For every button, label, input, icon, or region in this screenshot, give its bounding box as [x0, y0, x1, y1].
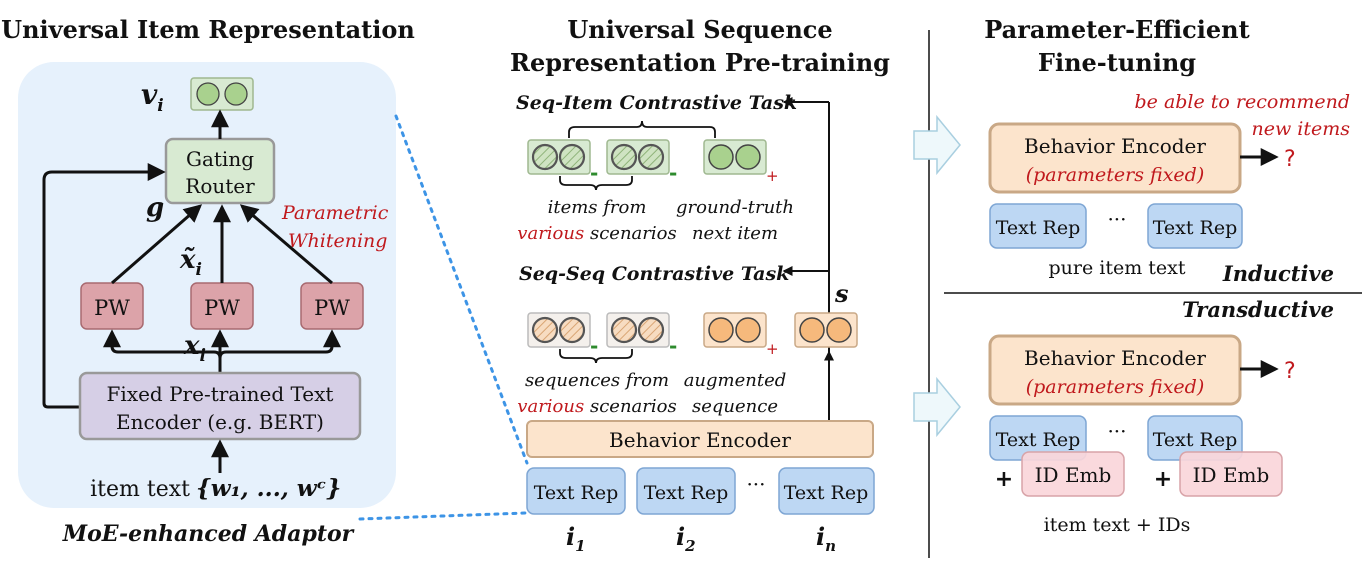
item-label-2: i2: [676, 522, 696, 555]
middle-title-1: Universal Sequence: [567, 15, 832, 44]
items-brace-top: [568, 120, 716, 138]
pos-sign-2: +: [766, 340, 779, 358]
item-label-n: in: [816, 522, 836, 555]
xtilde-label: x̃i: [179, 245, 202, 280]
behavior-encoder-fixed-2-label: Behavior Encoder: [1024, 346, 1206, 370]
negative-seq-1: [527, 312, 591, 348]
pw1-to-router-arrow: [111, 204, 203, 285]
pw3-to-router-arrow: [239, 204, 333, 285]
middle-panel: Universal Sequence Representation Pre-tr…: [510, 15, 890, 555]
transfer-arrow-2: [913, 376, 961, 438]
neg-sign-1: -: [590, 161, 598, 185]
g-label: g: [146, 193, 164, 223]
zoom-connector-bottom: [358, 511, 527, 521]
id-emb-1: [1021, 451, 1125, 497]
text-rep-dots: ···: [746, 472, 765, 496]
text-rep-1: [526, 467, 626, 515]
right-panel: Parameter-Efficient Fine-tuning be able …: [913, 15, 1362, 536]
seqs-brace-bottom: [559, 349, 633, 364]
items-from-label: items from: [548, 197, 647, 218]
text-rep-2-label: Text Rep: [644, 482, 729, 504]
text-encoder-label-1: Fixed Pre-trained Text: [107, 382, 334, 406]
text-rep-2: [636, 467, 736, 515]
pw-label-2: PW: [204, 296, 240, 320]
adaptor-caption: MoE-enhanced Adaptor: [62, 521, 355, 547]
gating-router-label-1: Gating: [186, 147, 254, 171]
text-encoder-box: [78, 371, 362, 441]
behavior-encoder-fixed-1-label: Behavior Encoder: [1024, 134, 1206, 158]
item-text-math: {w₁, ..., wᶜ}: [196, 475, 341, 502]
left-panel-title: Universal Item Representation: [1, 15, 415, 44]
pure-item-text-label: pure item text: [1048, 257, 1185, 279]
augmented-seq: [703, 312, 767, 348]
pw-note-1: Parametric: [281, 202, 389, 224]
text-rep-n: [778, 467, 875, 515]
recommend-note-2: new items: [1251, 118, 1350, 140]
inductive-text-rep-2-label: Text Rep: [1153, 217, 1238, 239]
encoder-to-pw3-arrow: [218, 329, 341, 373]
pw-label-1: PW: [94, 296, 130, 320]
items-brace-bottom: [559, 176, 633, 191]
gating-router-label-2: Router: [185, 174, 255, 198]
id-emb-1-label: ID Emb: [1035, 463, 1112, 487]
text-rep-n-label: Text Rep: [784, 482, 869, 504]
recommend-note-1: be able to recommend: [1135, 91, 1351, 113]
ground-truth-label-2: next item: [692, 223, 778, 244]
text-rep-1-label: Text Rep: [534, 482, 619, 504]
transductive-text-rep-1-label: Text Rep: [996, 429, 1081, 451]
item-text-label: item text: [90, 477, 190, 502]
right-title-2: Fine-tuning: [1038, 48, 1196, 77]
params-fixed-1: (parameters fixed): [1026, 164, 1205, 186]
neg-sign-4: -: [669, 334, 677, 358]
augmented-label-2: sequence: [692, 396, 778, 417]
transductive-label: Transductive: [1182, 297, 1334, 322]
vi-embedding: [190, 77, 254, 111]
encoder-to-router-arrow: [42, 163, 166, 409]
zoom-connector-top: [394, 114, 529, 465]
negative-item-1: [527, 139, 591, 175]
ground-truth-label-1: ground-truth: [676, 197, 794, 218]
inductive-label: Inductive: [1222, 261, 1334, 286]
neg-sign-3: -: [590, 334, 598, 358]
seq-item-task-label: Seq-Item Contrastive Task: [516, 92, 797, 114]
inductive-text-rep-1-label: Text Rep: [996, 217, 1081, 239]
output-question-2: ?: [1284, 359, 1296, 384]
output-question-1: ?: [1284, 147, 1296, 172]
id-emb-2-label: ID Emb: [1193, 463, 1270, 487]
params-fixed-2: (parameters fixed): [1026, 376, 1205, 398]
plus-sign-1: +: [995, 467, 1013, 492]
middle-title-2: Representation Pre-training: [510, 48, 890, 77]
pos-sign-1: +: [766, 167, 779, 185]
pw-label-3: PW: [314, 296, 350, 320]
neg-sign-2: -: [669, 161, 677, 185]
left-panel: Universal Item Representation vi Gating …: [1, 15, 415, 547]
various-scenarios-2: various scenarios: [517, 396, 676, 417]
negative-seq-2: [606, 312, 670, 348]
various-scenarios-1: various scenarios: [517, 223, 676, 244]
inductive-text-rep-1: [989, 203, 1087, 249]
transductive-text-rep-2-label: Text Rep: [1153, 429, 1238, 451]
transfer-arrow-1: [913, 114, 961, 176]
behavior-encoder-label: Behavior Encoder: [609, 428, 791, 452]
s-label: s: [834, 279, 849, 308]
right-title-1: Parameter-Efficient: [984, 15, 1249, 44]
vi-label: vi: [141, 78, 164, 116]
plus-sign-2: +: [1154, 467, 1172, 492]
augmented-label-1: augmented: [684, 370, 787, 391]
item-label-1: i1: [566, 522, 586, 555]
sequences-from-label: sequences from: [525, 370, 669, 391]
positive-item: [703, 139, 767, 175]
text-encoder-label-2: Encoder (e.g. BERT): [116, 410, 324, 434]
behavior-encoder-box: [526, 420, 874, 458]
pw-note-2: Whitening: [288, 230, 387, 252]
seq-seq-task-label: Seq-Seq Contrastive Task: [519, 263, 789, 285]
inductive-dots: ···: [1107, 207, 1126, 231]
id-emb-2: [1179, 451, 1283, 497]
sequence-representation-s: [794, 312, 858, 348]
item-text-ids-label: item text + IDs: [1044, 514, 1191, 536]
transductive-dots: ···: [1107, 419, 1126, 443]
inductive-text-rep-2: [1147, 203, 1243, 249]
negative-item-2: [606, 139, 670, 175]
